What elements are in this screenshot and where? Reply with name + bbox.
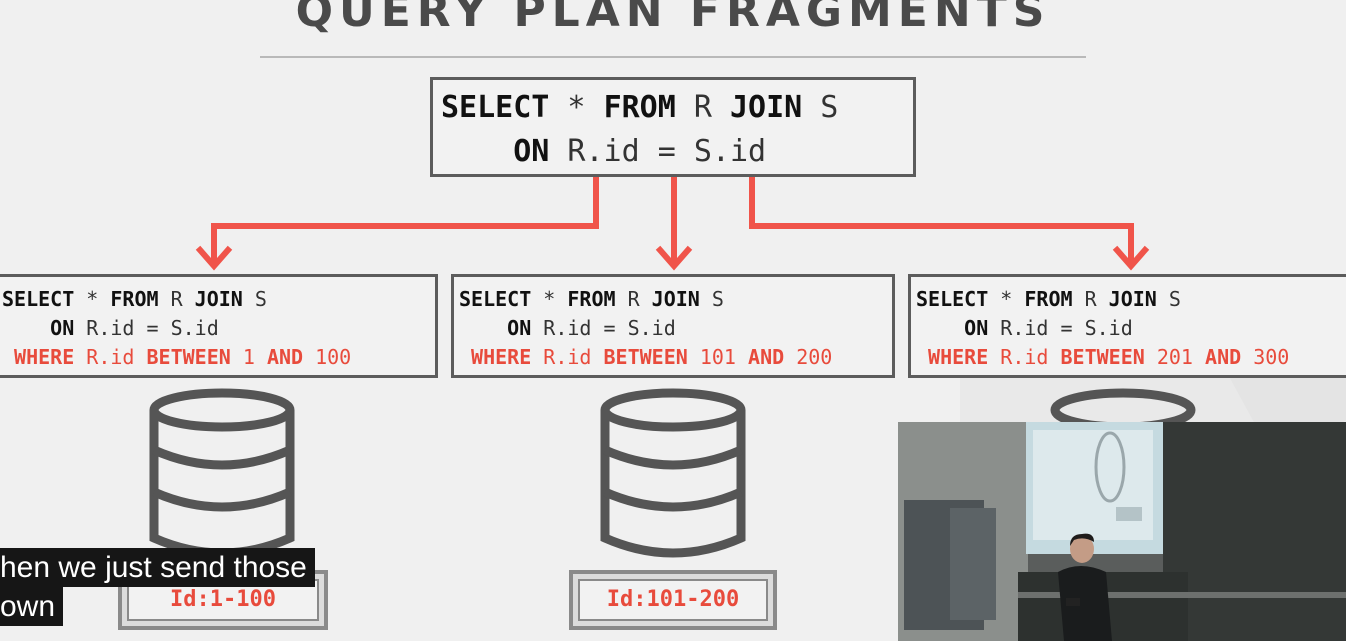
webcam-scene bbox=[898, 422, 1346, 641]
arrow-right-line bbox=[749, 176, 1134, 262]
database-icon bbox=[600, 388, 746, 558]
fragment-line-2: ON R.id = S.id bbox=[964, 316, 1133, 340]
database-icon bbox=[149, 388, 295, 558]
main-query-box: SELECT * FROM R JOIN S ON R.id = S.id bbox=[430, 77, 916, 177]
title-divider bbox=[260, 56, 1086, 58]
caption-line-1: hen we just send those bbox=[0, 548, 315, 587]
fragment-line-1: SELECT * FROM R JOIN S bbox=[459, 287, 724, 311]
fragment-line-2: ON R.id = S.id bbox=[507, 316, 676, 340]
webcam-video-feed bbox=[898, 422, 1346, 641]
video-caption: hen we just send those own bbox=[0, 548, 315, 626]
fragment-line-3: WHERE R.id BETWEEN 1 AND 100 bbox=[14, 345, 352, 369]
fragment-line-3: WHERE R.id BETWEEN 101 AND 200 bbox=[471, 345, 833, 369]
partition-label-2: Id:101-200 bbox=[569, 570, 777, 630]
query-fragment-2: SELECT * FROM R JOIN S ON R.id = S.id WH… bbox=[451, 274, 895, 378]
slide-title: QUERY PLAN FRAGMENTS bbox=[295, 0, 1051, 37]
fragment-line-2: ON R.id = S.id bbox=[50, 316, 219, 340]
caption-line-2: own bbox=[0, 587, 64, 626]
arrow-middle-head bbox=[655, 245, 693, 271]
partition-label-text: Id:101-200 bbox=[578, 579, 768, 621]
fragment-line-3: WHERE R.id BETWEEN 201 AND 300 bbox=[928, 345, 1290, 369]
arrow-right-head bbox=[1112, 245, 1150, 271]
fragment-line-1: SELECT * FROM R JOIN S bbox=[2, 287, 267, 311]
main-query-line-1: SELECT * FROM R JOIN S bbox=[441, 90, 839, 125]
query-fragment-1: SELECT * FROM R JOIN S ON R.id = S.id WH… bbox=[0, 274, 438, 378]
fragment-line-1: SELECT * FROM R JOIN S bbox=[916, 287, 1181, 311]
arrow-left-head bbox=[195, 245, 233, 271]
arrow-left-line bbox=[211, 176, 599, 262]
query-fragment-3: SELECT * FROM R JOIN S ON R.id = S.id WH… bbox=[908, 274, 1346, 378]
main-query-line-2: ON R.id = S.id bbox=[513, 134, 767, 169]
